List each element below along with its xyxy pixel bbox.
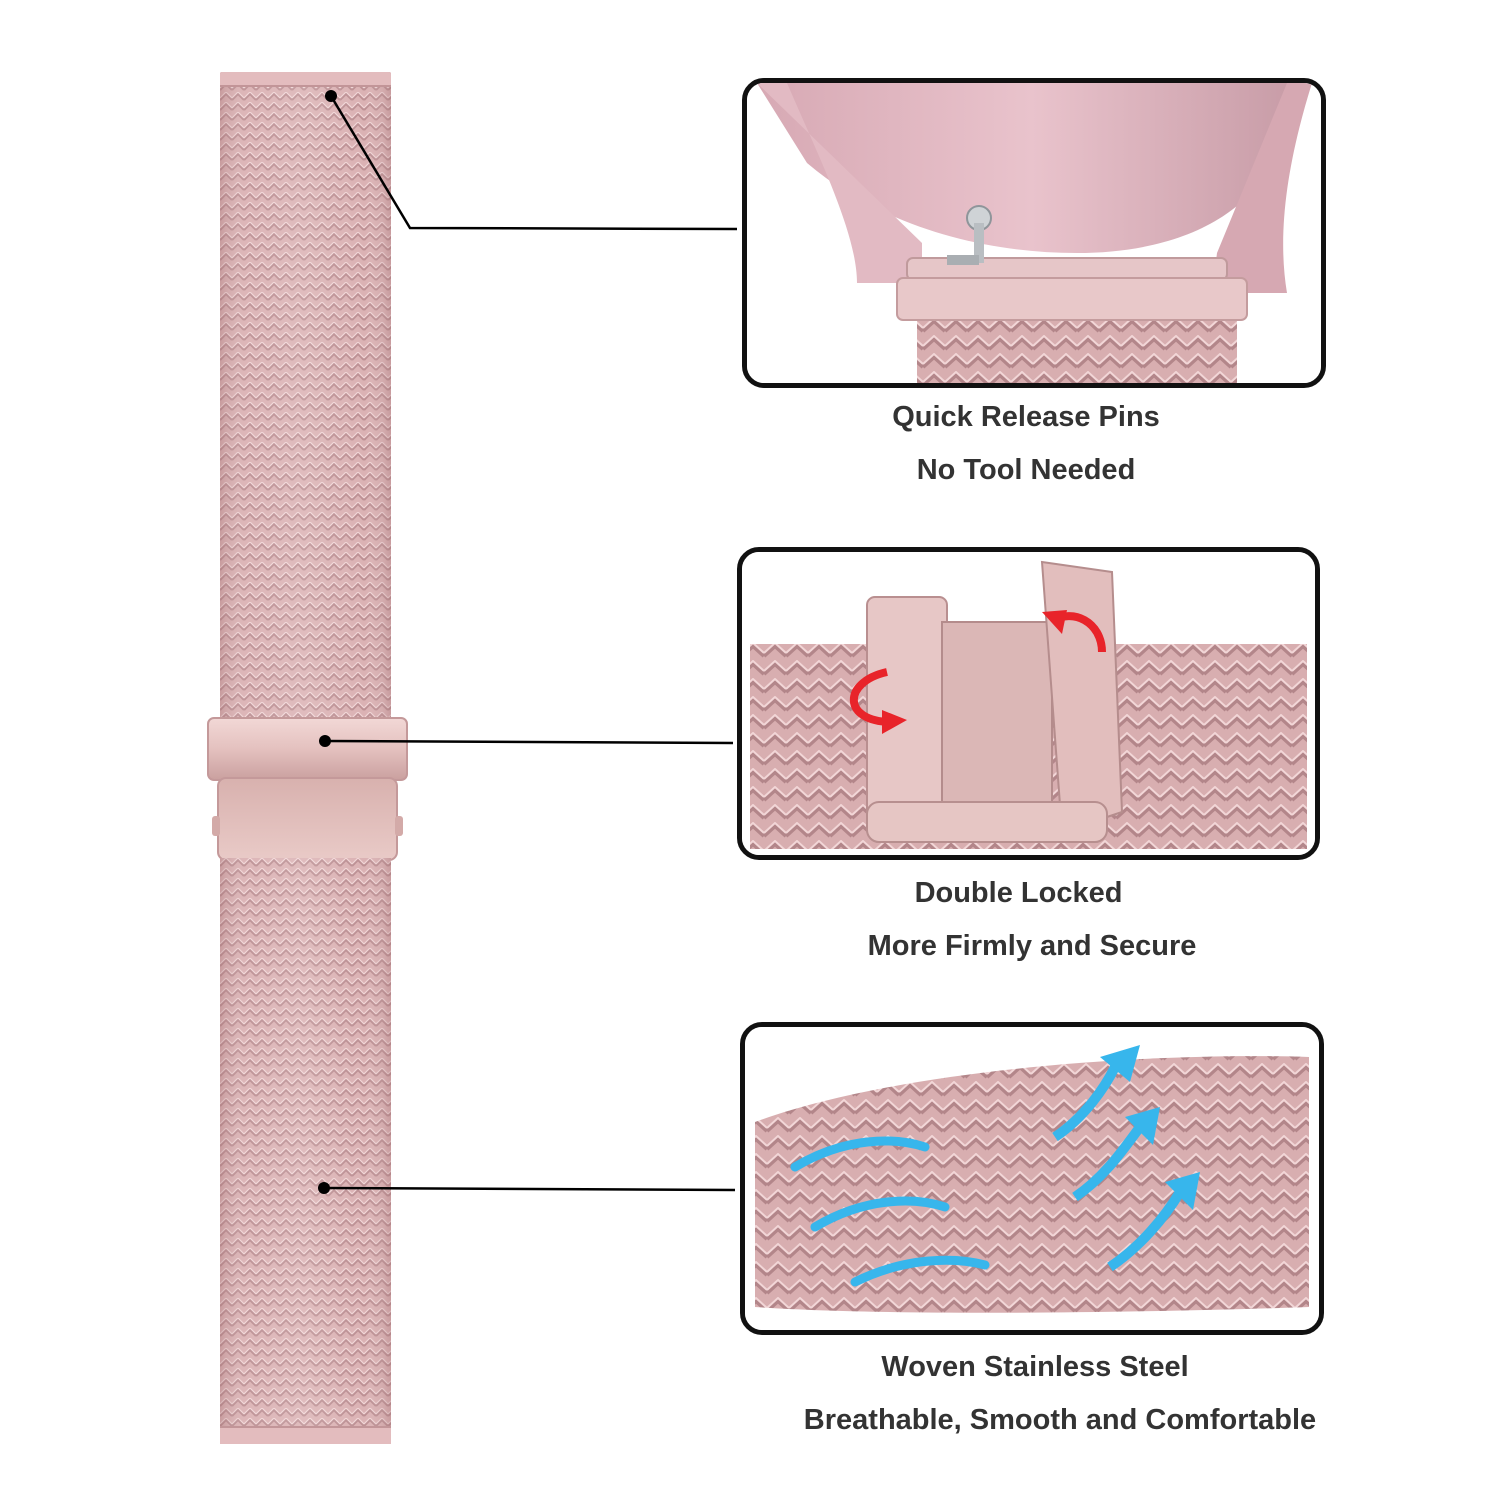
folding-clasp — [206, 716, 409, 864]
callout-line-top — [329, 95, 738, 231]
mesh-strap-lower — [220, 858, 391, 1444]
feature-panel-double-lock — [737, 547, 1320, 860]
mesh-strap-upper — [220, 72, 391, 720]
caption-double-lock-title: Double Locked — [914, 877, 1123, 909]
caption-double-lock-subtitle: More Firmly and Secure — [867, 930, 1197, 962]
caption-quick-release-subtitle: No Tool Needed — [916, 454, 1136, 486]
caption-quick-release-title: Quick Release Pins — [892, 401, 1160, 433]
feature-panel-woven-mesh — [740, 1022, 1324, 1335]
caption-woven-title: Woven Stainless Steel — [881, 1351, 1189, 1383]
breathable-mesh-icon — [745, 1027, 1319, 1330]
feature-panel-quick-release — [742, 78, 1326, 388]
double-lock-clasp-icon — [742, 552, 1315, 855]
quick-release-pin-icon — [747, 83, 1321, 383]
caption-woven-subtitle: Breathable, Smooth and Comfortable — [803, 1404, 1317, 1436]
